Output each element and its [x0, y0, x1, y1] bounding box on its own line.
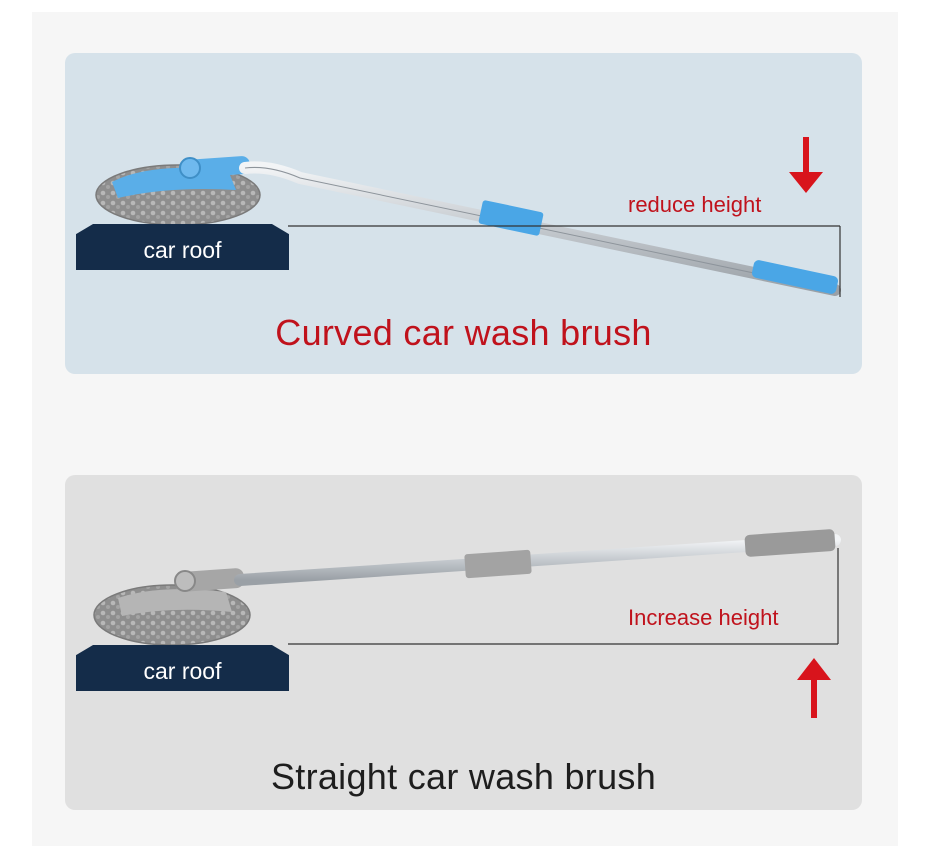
reduce-height-label: reduce height	[628, 192, 762, 217]
arrow-up-icon	[797, 658, 831, 718]
increase-height-label: Increase height	[628, 605, 779, 630]
car-roof-label-straight: car roof	[76, 645, 289, 691]
car-roof-label-curved: car roof	[76, 224, 289, 270]
straight-brush-caption: Straight car wash brush	[270, 756, 657, 797]
straight-brush	[93, 529, 841, 718]
curved-brush	[95, 137, 841, 297]
arrow-down-icon	[789, 137, 823, 193]
curved-brush-caption: Curved car wash brush	[275, 312, 652, 353]
